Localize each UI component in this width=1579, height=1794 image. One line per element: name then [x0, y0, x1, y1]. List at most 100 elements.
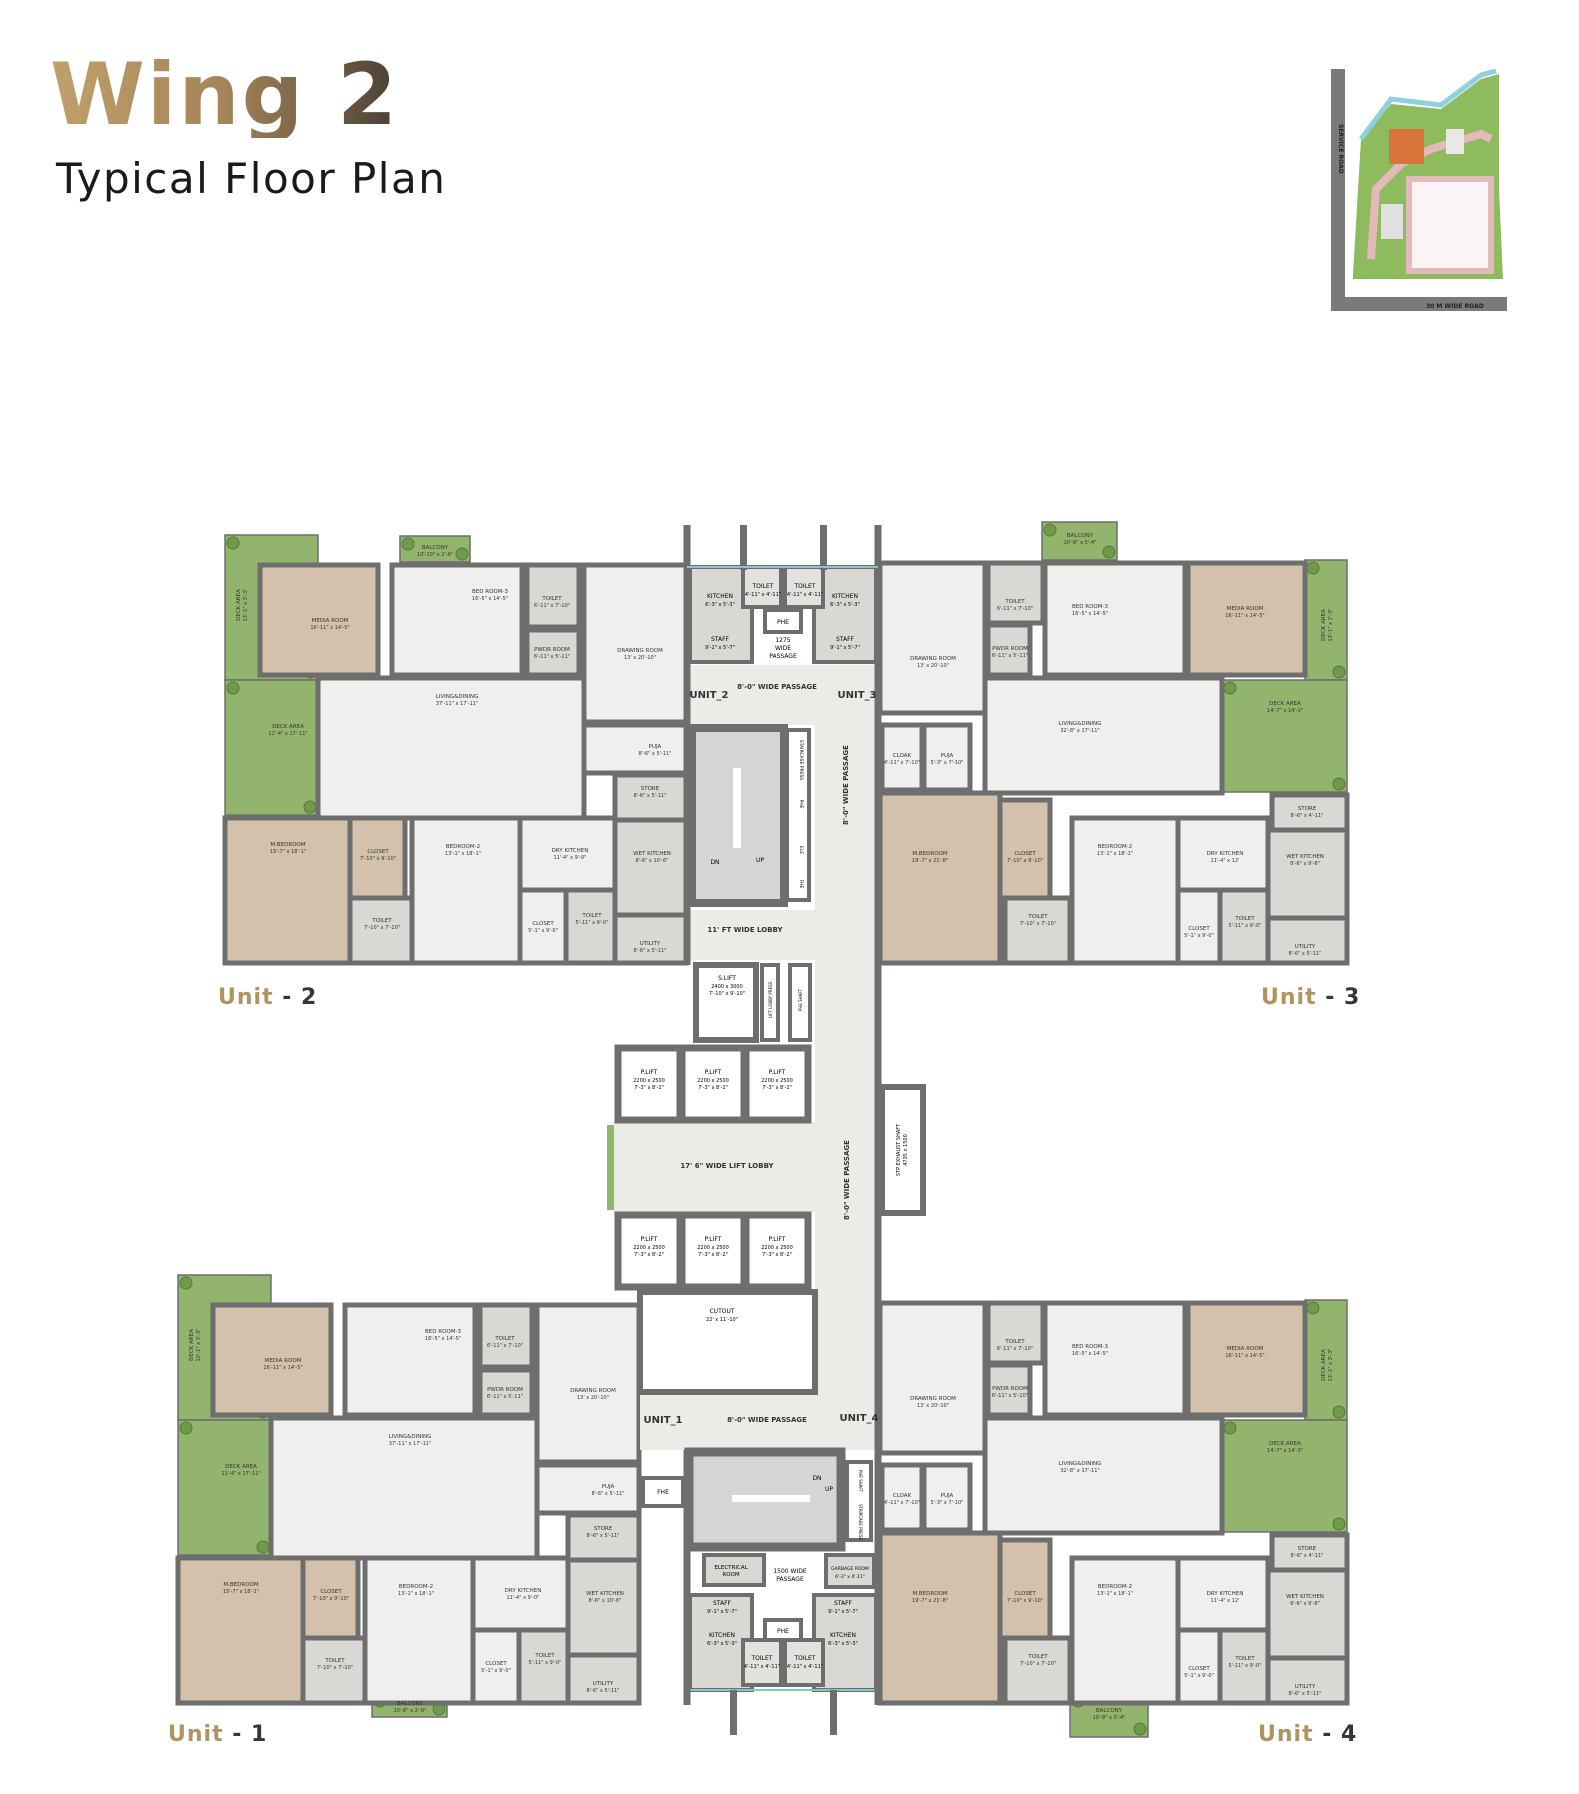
room-floor: [612, 817, 689, 918]
cutout-label: CUTOUT: [709, 1308, 734, 1315]
room-floor: [470, 1627, 522, 1706]
room-size: 8'-6" x 9'-8": [1290, 1601, 1320, 1607]
room-size: 10'-8" x 5'-4": [1063, 540, 1096, 546]
room-floor: [985, 1362, 1033, 1418]
room-size: 7'-10" x 7'-10": [317, 1665, 353, 1671]
room-floor: [362, 1555, 476, 1706]
room-m-bedroom: [175, 1555, 306, 1706]
core-label: 4'-11" x 4'-11": [787, 1664, 823, 1670]
cutout: [637, 1289, 818, 1395]
room-size: 13'-1" x 18'-1": [1097, 1591, 1133, 1597]
lift-label: 2200 x 2500: [697, 1245, 729, 1251]
room-size: 15'-7" x 18'-1": [270, 849, 306, 855]
room-floor: [347, 815, 408, 901]
room-name: DRAWING ROOM: [910, 1396, 956, 1402]
lift-label: 7'-10" x 9'-10": [709, 991, 745, 997]
room-size: 7'-10" x 7'-10": [364, 925, 400, 931]
room-floor: [210, 1302, 334, 1418]
room-floor: [985, 622, 1033, 678]
room-name: TOILET: [324, 1658, 345, 1664]
key-plan: SERVICE ROAD 30 M WIDE ROAD: [1331, 69, 1507, 311]
unit-3: [877, 521, 1350, 966]
room-floor: [470, 1555, 571, 1633]
tree-icon: [256, 1540, 270, 1554]
room-size: 11'-4" x 12': [1211, 858, 1240, 864]
core-label: KITCHEN: [709, 1632, 735, 1639]
unit-1-label: Unit - 1: [168, 1722, 267, 1747]
room-name: DRY KITCHEN: [1207, 1591, 1244, 1597]
core-label: FHE: [657, 1489, 669, 1496]
core-label: STP EXHAUST SHAFT: [896, 1123, 902, 1176]
room-floor: [524, 627, 582, 678]
lift-label: P.LIFT: [641, 1236, 658, 1243]
room-size: 13' x 20'-10": [624, 655, 656, 661]
room-name: UTILITY: [1295, 1684, 1316, 1690]
lift-shaft: [742, 1044, 812, 1124]
room-floor: [879, 1462, 925, 1533]
room-floor: [1221, 1419, 1348, 1533]
room-deck-area: [1221, 1419, 1348, 1533]
room-floor: [224, 679, 319, 816]
room-label-bedroom-2: BEDROOM-213'-1" x 18'-1": [445, 844, 481, 857]
lift-lobby: [613, 1122, 815, 1212]
lift-label: S.LIFT: [718, 975, 736, 982]
room-balcony: [1041, 521, 1118, 561]
room-name: MEDIA ROOM: [1227, 1346, 1264, 1352]
room-label-bed-room-3: BED ROOM-316'-5" x 14'-5": [472, 589, 509, 602]
room-size: 5'-1" x 9'-0": [481, 1668, 511, 1674]
tree-icon: [303, 800, 317, 814]
room-name: DRAWING ROOM: [910, 656, 956, 662]
core: [607, 525, 926, 1735]
room-size: 15'-7" x 18'-1": [223, 1589, 259, 1595]
room-floor: [1221, 679, 1348, 793]
core-label: 4'-11" x 4'-11": [744, 1664, 780, 1670]
room-size: 6'-11" x 7'-10": [997, 606, 1033, 612]
room-name: UTILITY: [1295, 944, 1316, 950]
lift-label: P.LIFT: [641, 1069, 658, 1076]
room-name: LIVING&DINING: [1059, 721, 1102, 727]
room-name: CLOSET: [1014, 1591, 1036, 1597]
room-name: BEDROOM-2: [446, 844, 480, 850]
lift-label: 7'-3" x 8'-2": [698, 1252, 728, 1258]
toilet-right-bottom: [783, 1638, 825, 1687]
tree-icon: [179, 1421, 193, 1435]
podium: [1406, 176, 1494, 274]
lift-lobby-label: 17' 6" WIDE LIFT LOBBY: [680, 1162, 774, 1170]
room-size: 6'-11" x 7'-10": [997, 1346, 1033, 1352]
room-name: PUJA: [941, 1493, 954, 1499]
unit-2-label: Unit - 2: [218, 985, 317, 1010]
room-size: 7'-10" x 9'-10": [1007, 1598, 1043, 1604]
room-name: CLOSET: [1014, 851, 1036, 857]
stair-well: [732, 1495, 810, 1502]
room-floor: [1185, 1300, 1308, 1418]
room-size: 11'-4" x 9'-0": [506, 1595, 539, 1601]
unit-2: [222, 534, 689, 966]
passage-label: 8'-0" WIDE PASSAGE: [727, 1416, 807, 1424]
room-floor: [877, 560, 988, 716]
room-size: 13' x 20'-10": [577, 1395, 609, 1401]
lobby-label: 11' FT WIDE LOBBY: [707, 926, 783, 934]
room-size: 4'-11" x 7'-10": [884, 760, 920, 766]
tree-icon: [1306, 561, 1320, 575]
unit-word: Unit: [168, 1722, 224, 1747]
tower-footprint: [1381, 204, 1403, 239]
room-size: 6'-11" x 7'-10": [534, 603, 570, 609]
core-label: KITCHEN: [830, 1632, 856, 1639]
room-name: DECK AREA: [272, 724, 304, 730]
